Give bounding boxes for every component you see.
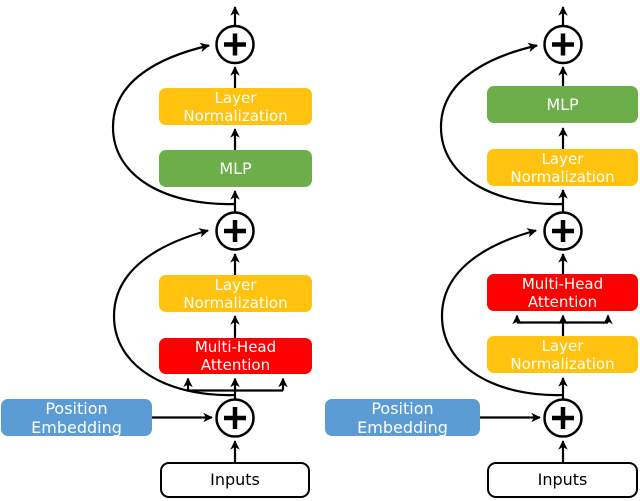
- inputs-block: Inputs: [160, 462, 310, 498]
- block-label: Normalization: [510, 167, 615, 186]
- skip-connection: [440, 228, 564, 397]
- layer-normalization-block: Layer Normalization: [159, 88, 312, 125]
- block-label: Layer: [541, 149, 584, 168]
- layer-normalization-block: Layer Normalization: [487, 336, 638, 373]
- block-label: MLP: [219, 159, 252, 178]
- block-label: Inputs: [210, 470, 260, 489]
- right-diagram-wires: [439, 6, 613, 462]
- block-label: Position Embedding: [357, 398, 448, 437]
- add-operator-node: [543, 211, 583, 251]
- multi-head-attention-block: Multi-Head Attention: [487, 274, 638, 311]
- block-label: MLP: [546, 95, 579, 114]
- block-label: Normalization: [183, 293, 288, 312]
- add-operator-node: [543, 24, 583, 65]
- skip-connection: [439, 42, 564, 206]
- block-label: Multi-Head: [194, 338, 277, 356]
- skip-connection: [111, 42, 236, 206]
- position-embedding-block: Position Embedding: [1, 398, 152, 437]
- block-label: Position Embedding: [31, 398, 122, 437]
- block-label: Multi-Head: [521, 274, 604, 293]
- add-operator-node: [215, 24, 255, 65]
- block-label: Layer: [541, 336, 584, 355]
- block-label: Layer: [214, 88, 257, 107]
- block-label: Normalization: [183, 106, 288, 125]
- position-embedding-block: Position Embedding: [325, 398, 480, 437]
- add-operator-node: [543, 398, 583, 438]
- block-label: Inputs: [537, 470, 588, 489]
- block-label: Attention: [200, 356, 271, 374]
- skip-connection: [112, 228, 236, 397]
- layer-normalization-block: Layer Normalization: [159, 275, 312, 312]
- inputs-block: Inputs: [487, 462, 638, 498]
- block-label: Attention: [527, 292, 598, 311]
- add-operator-node: [215, 211, 255, 251]
- mlp-block: MLP: [487, 86, 638, 123]
- mlp-block: MLP: [159, 150, 312, 187]
- multi-head-attention-block: Multi-Head Attention: [159, 338, 312, 374]
- left-diagram-wires: [111, 6, 288, 462]
- layer-normalization-block: Layer Normalization: [487, 149, 638, 186]
- add-operator-node: [215, 398, 255, 438]
- block-label: Layer: [214, 275, 257, 294]
- block-label: Normalization: [510, 354, 615, 373]
